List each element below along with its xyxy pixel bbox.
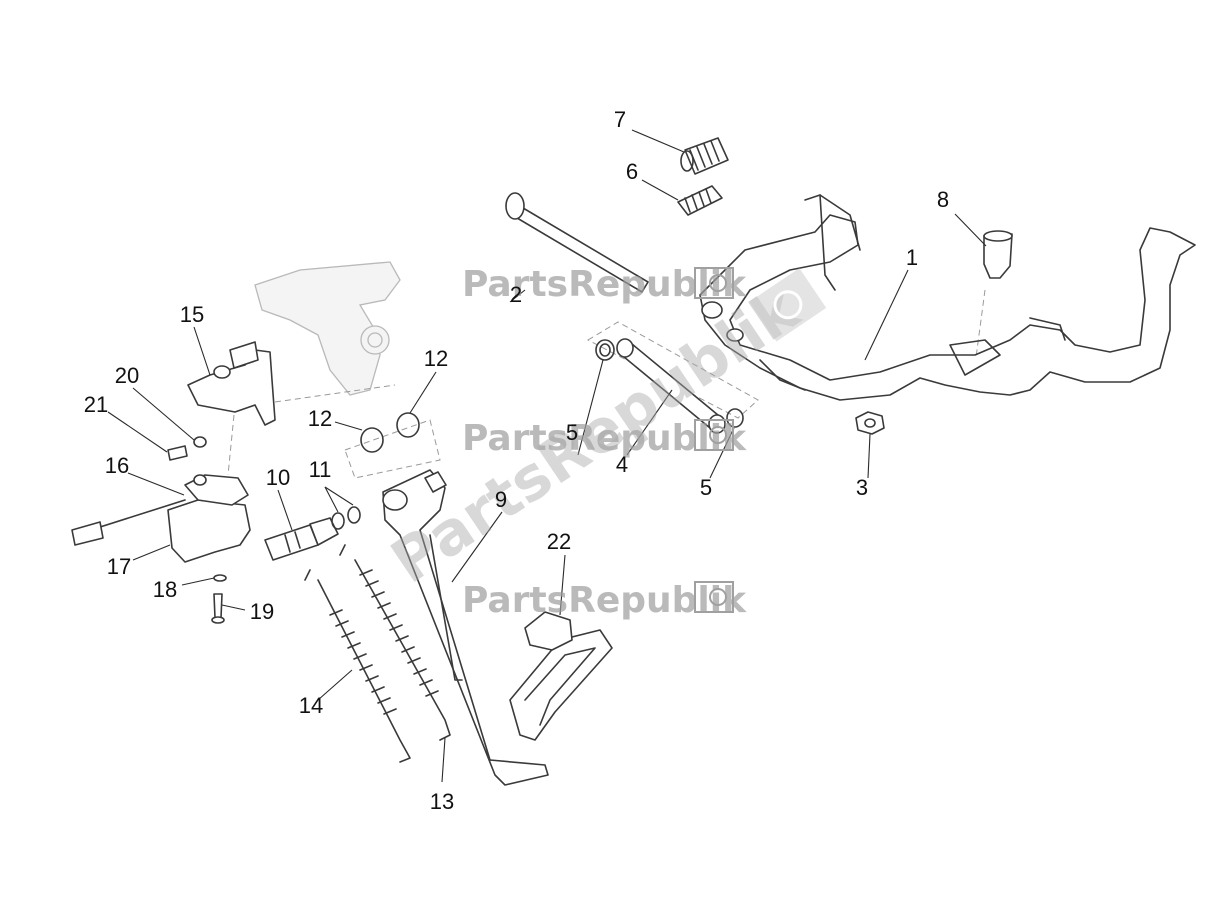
spring-part-13: [339, 544, 451, 741]
screw-part-21: [167, 445, 188, 461]
o-ring-part-12b: [396, 412, 420, 438]
callout-10: 10: [266, 465, 290, 490]
bumper-part-8: [983, 230, 1013, 279]
washer-part-11a: [331, 512, 345, 530]
washer-part-11b: [347, 506, 361, 524]
callout-5a: 5: [566, 420, 578, 445]
watermark-top: PartsRepublik: [462, 264, 747, 305]
watermark-gear-icon: [694, 419, 734, 451]
callout-19: 19: [250, 599, 274, 624]
spring-part-6: [677, 185, 723, 216]
watermark-diagonal: PartsRepublik: [379, 268, 827, 598]
callout-12b: 12: [424, 346, 448, 371]
callout-6: 6: [626, 159, 638, 184]
callout-2: 2: [510, 282, 522, 307]
callout-14: 14: [299, 693, 323, 718]
callout-13: 13: [430, 789, 454, 814]
ring-part-5b: [726, 408, 744, 428]
callout-15: 15: [180, 302, 204, 327]
bracket-part-15: [187, 341, 276, 426]
ring-part-5a: [595, 339, 615, 361]
callout-21: 21: [84, 392, 108, 417]
callout-18: 18: [153, 577, 177, 602]
callout-22: 22: [547, 529, 571, 554]
callout-4: 4: [616, 452, 628, 477]
leader-lines: [107, 129, 987, 783]
watermark-diagonal-gear-icon: [749, 268, 827, 342]
washer-part-20: [193, 436, 207, 448]
callout-9: 9: [495, 487, 507, 512]
callout-11: 11: [309, 457, 332, 482]
callout-20: 20: [115, 363, 139, 388]
callout-labels: 7 6 8 1 2 3 5 4 5 9 22 12 12 11 10 14 13…: [84, 107, 949, 814]
ghost-frame-bracket: [254, 261, 401, 396]
spring-part-7: [680, 137, 729, 175]
screw-part-19: [211, 593, 225, 624]
stand-foot-part-22: [509, 611, 613, 741]
switch-assembly-part-16-17: [71, 474, 251, 563]
callout-12a: 12: [308, 406, 332, 431]
washer-part-18: [213, 574, 227, 582]
callout-5b: 5: [700, 475, 712, 500]
bolt-part-10: [264, 517, 339, 561]
nut-part-3: [855, 411, 885, 435]
stand-pin-part-2: [505, 192, 649, 293]
assembly-guides: [227, 289, 986, 479]
callout-3: 3: [856, 475, 868, 500]
watermark-text: PartsRepublik: [462, 418, 747, 459]
side-stand-part-9: [382, 469, 549, 786]
watermark-diagonal-text: PartsRepublik: [379, 274, 812, 598]
callout-1: 1: [906, 245, 918, 270]
callout-17: 17: [107, 554, 131, 579]
watermark-gear-icon: [694, 581, 734, 613]
spring-part-14: [304, 569, 411, 763]
center-stand-part-1: [699, 194, 1196, 401]
callout-7: 7: [614, 107, 626, 132]
watermark-middle: PartsRepublik: [462, 418, 747, 459]
watermark-bottom: PartsRepublik: [462, 580, 747, 621]
callout-16: 16: [105, 453, 129, 478]
callout-8: 8: [937, 187, 949, 212]
watermark-gear-icon: [694, 267, 734, 299]
watermark-text: PartsRepublik: [462, 580, 747, 621]
o-ring-part-12a: [360, 427, 384, 453]
